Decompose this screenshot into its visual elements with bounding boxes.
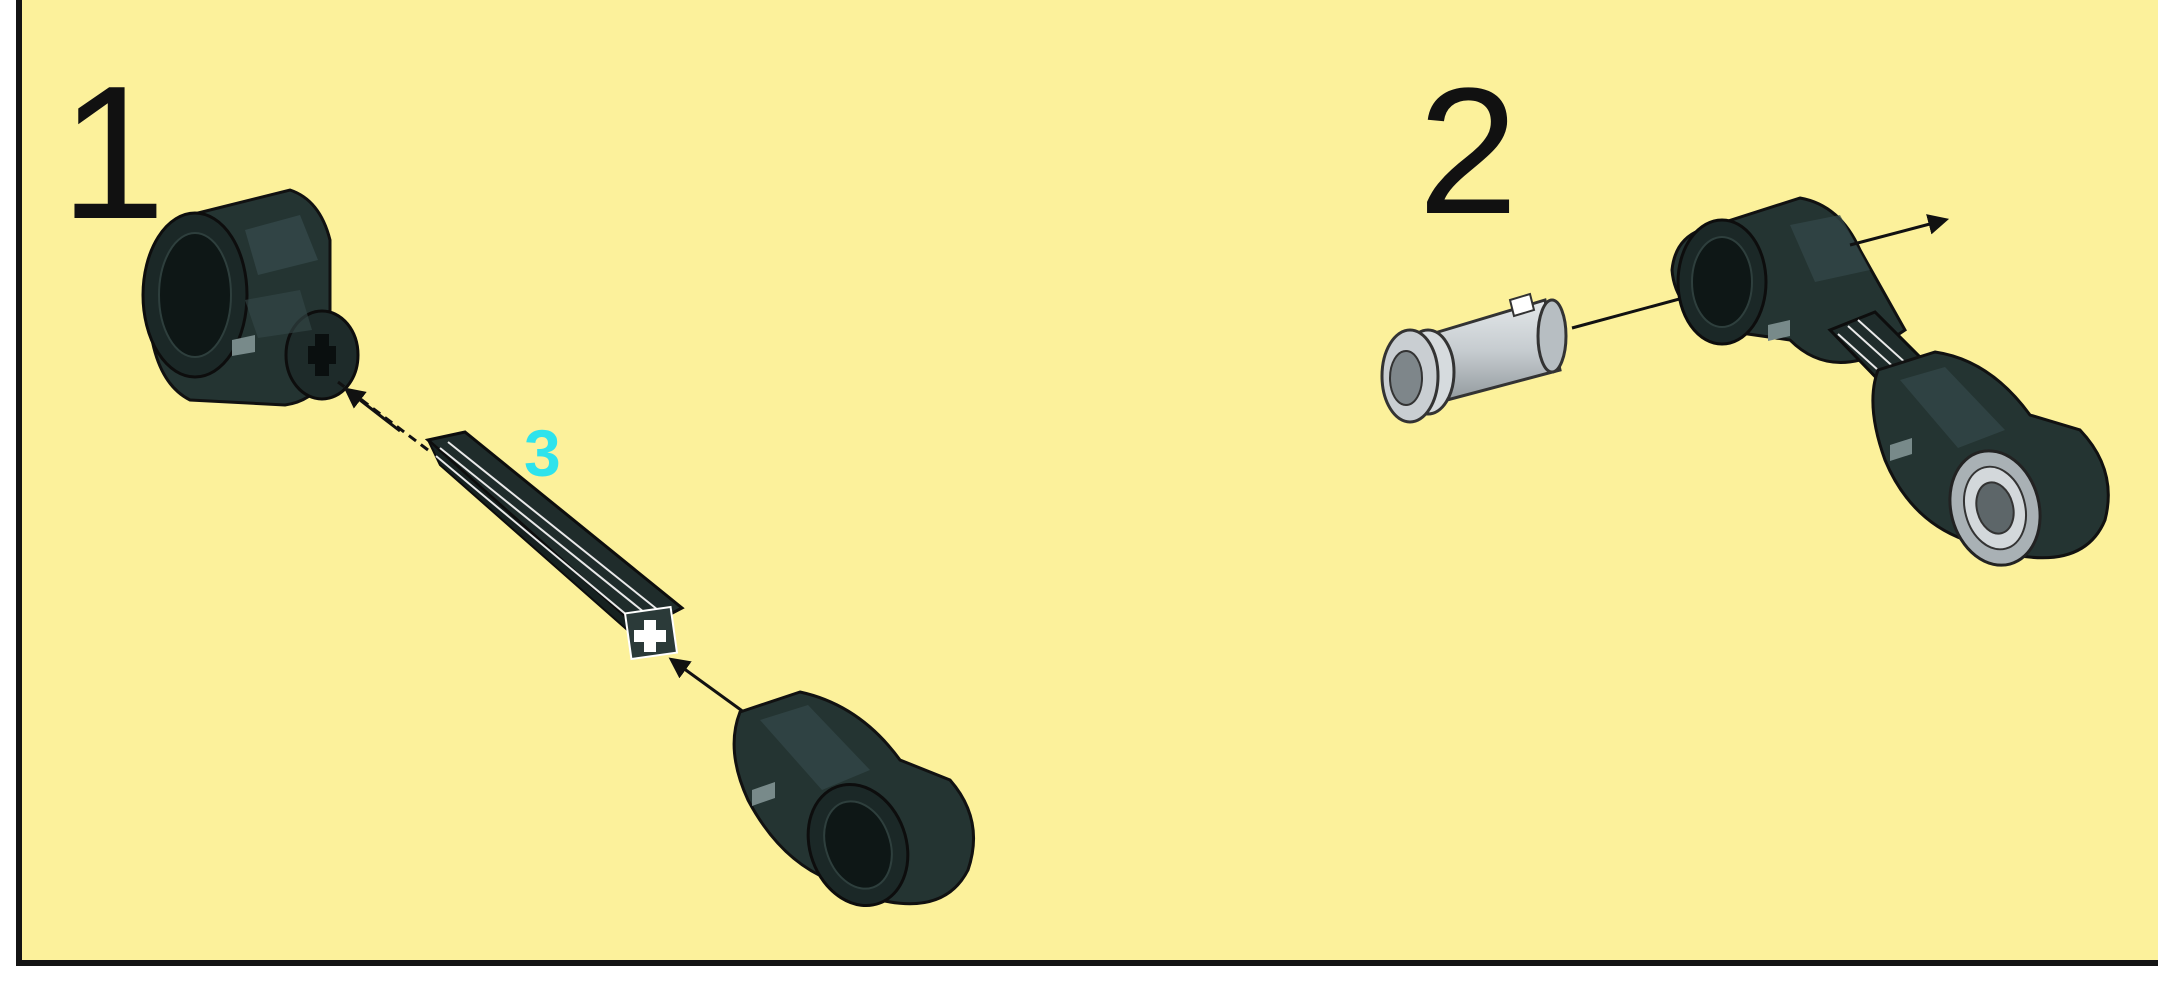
- friction-pin-icon: [1382, 294, 1566, 422]
- axle-length-callout: 3: [524, 420, 561, 486]
- axle-connector-icon: [1873, 352, 2108, 575]
- step-number-2: 2: [1418, 62, 1518, 242]
- arrow-icon: [1850, 220, 1945, 245]
- step-number-1: 1: [60, 58, 166, 248]
- axle-connector-icon: [143, 190, 358, 405]
- arrow-icon: [672, 660, 752, 718]
- arrow-icon: [338, 382, 428, 450]
- axle-connector-icon: [734, 692, 973, 920]
